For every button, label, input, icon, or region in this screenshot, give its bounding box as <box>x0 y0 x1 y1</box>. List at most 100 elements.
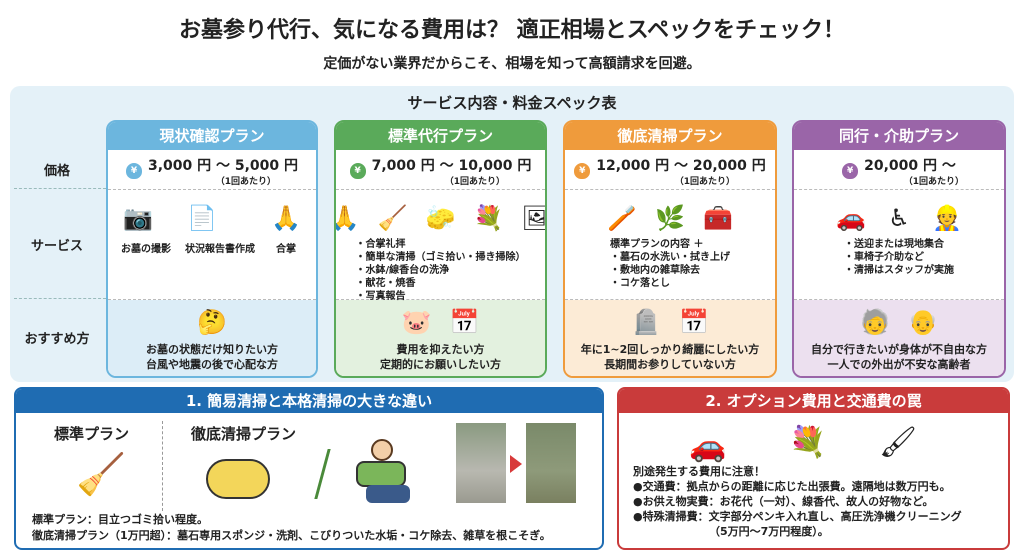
brush-icon: 🪥 <box>607 204 637 232</box>
price-unit: （1回あたり） <box>903 177 964 187</box>
weeding-person-icon <box>314 439 426 509</box>
flowers-incense-icon: 💐 <box>789 425 827 460</box>
money-bag-icon: ¥ <box>574 163 591 179</box>
service-item: ・送迎または現地集合 <box>844 239 944 250</box>
sponge-icon <box>206 459 270 499</box>
service-label: 状況報告書作成 <box>185 244 255 255</box>
paintbrush-pressure-washer-icon: 🖌 <box>879 425 918 460</box>
plan-card: 標準代行プラン ¥7,000 円 ～ 10,000 円 （1回あたり） 🙏 🧹 🧽 💐 🖼… <box>334 120 547 378</box>
recommend-line: 台風や地震の後で心配な方 <box>146 358 278 371</box>
broom-icon: 🧹 <box>377 204 408 232</box>
plan-price-section: ¥3,000 円 ～ 5,000 円 （1回あたり） <box>108 150 316 190</box>
praying-hands-icon: 🙏 <box>271 204 301 232</box>
section-title: 2. オプション費用と交通費の罠 <box>619 389 1008 413</box>
recommend-line: 年に1~2回しっかり綺麗にしたい方 <box>580 343 760 356</box>
label-thorough: 徹底清掃プラン <box>191 425 297 443</box>
label-standard: 標準プラン <box>54 425 130 443</box>
service-item: 標準プランの内容 ＋ <box>610 239 704 250</box>
divider <box>162 421 163 511</box>
service-item: ・清掃はスタッフが実施 <box>844 265 954 276</box>
calendar-icon: 📅 <box>679 307 709 336</box>
elderly-cane-icon: 🧓 <box>860 307 890 336</box>
plan-recommend: 🐷📅費用を抑えたい方定期的にお願いしたい方 <box>336 300 545 376</box>
recommend-line: 長期間お参りしていない方 <box>604 358 736 371</box>
service-item: ・写真報告 <box>355 291 406 302</box>
plan-recommend: 🪦 📅 年に1~2回しっかり綺麗にしたい方長期間お参りしていない方 <box>565 300 775 376</box>
recommend-line: 一人での外出が不安な高齢者 <box>827 358 971 371</box>
arrow-right-icon <box>510 455 522 473</box>
plan-price: 3,000 円 ～ 5,000 円 <box>147 158 299 174</box>
plan-services: 🚗 ♿ 👷 ・送迎または現地集合・車椅子介助など・清掃はスタッフが実施 <box>794 190 1004 300</box>
row-divider <box>14 298 106 299</box>
row-label-price: 価格 <box>43 164 70 179</box>
page-subtitle: 定価がない業界だからこそ、相場を知って高額請求を回避。 <box>323 56 701 72</box>
service-item: ・敷地内の雑草除去 <box>610 265 700 276</box>
plan-price-section: ¥7,000 円 ～ 10,000 円 （1回あたり） <box>336 150 545 190</box>
option-special-cleaning-price: （5万円～7万円程度）。 <box>709 525 829 538</box>
service-label: 合掌 <box>276 244 296 255</box>
spec-table-title: サービス内容・料金スペック表 <box>407 94 617 112</box>
plan-recommend: 🤔 お墓の状態だけ知りたい方台風や地震の後で心配な方 <box>108 300 316 376</box>
service-item: ・コケ落とし <box>610 278 670 289</box>
price-unit: （1回あたり） <box>674 177 735 187</box>
money-bag-icon: ¥ <box>349 163 366 179</box>
photo-icon: 🖼 <box>520 202 545 234</box>
service-item: ・合掌礼拝 <box>355 239 406 250</box>
recommend-line: 定期的にお願いしたい方 <box>380 358 501 371</box>
option-warning: 別途発生する費用に注意！ <box>633 465 765 478</box>
service-item: ・献花・焼香 <box>355 278 416 289</box>
elderly-couple-icon: 👴 <box>908 307 938 336</box>
service-item: ・水鉢/線香台の洗浄 <box>355 265 450 276</box>
piggy-bank-icon: 🐷 <box>401 307 432 336</box>
money-bag-icon: ¥ <box>842 163 859 179</box>
row-label-service: サービス <box>30 239 83 254</box>
thinking-person-icon: 🤔 <box>197 307 227 336</box>
plan-price: 7,000 円 ～ 10,000 円 <box>371 158 532 174</box>
wheelchair-icon: ♿ <box>888 204 910 232</box>
plan-services: 🪥🌿🧰標準プランの内容 ＋・墓石の水洗い・拭き上げ・敷地内の雑草除去・コケ落とし <box>565 190 775 300</box>
plan-price: 20,000 円 ～ <box>864 158 956 174</box>
sponge-icon: 🧽 <box>425 204 456 232</box>
car-icon: 🚗 <box>836 204 866 232</box>
plan-name: 徹底清掃プラン <box>565 122 775 150</box>
plan-name: 標準代行プラン <box>336 122 545 150</box>
option-special-cleaning: ●特殊清掃費：文字部分ペンキ入れ直し、高圧洗浄機クリーニング <box>633 510 962 523</box>
option-offerings: ●お供え物実費：お花代（一対）、線香代、故人の好物など。 <box>633 495 934 508</box>
plan-card: 同行・介助プラン ¥20,000 円 ～ （1回あたり） 🚗 ♿ 👷 ・送迎または現地集… <box>792 120 1006 378</box>
plan-card: 徹底清掃プラン ¥12,000 円 ～ 20,000 円（1回あたり） 🪥🌿🧰標… <box>563 120 777 378</box>
staff-icon: 👷 <box>932 204 962 232</box>
plan-services: 🙏 🧹 🧽 💐 🖼 ・合掌礼拝・簡単な清掃（ゴミ拾い・掃き掃除） ・水鉢/線香台の洗浄・献花… <box>336 190 545 302</box>
service-item: ・簡単な清掃（ゴミ拾い・掃き掃除） <box>355 252 526 263</box>
camera-icon: 📷 <box>123 204 153 232</box>
note-thorough: 徹底清掃プラン（1万円超）：墓石専用スポンジ・洗剤、こびりついた水垢・コケ除去、… <box>32 529 551 542</box>
plan-price: 12,000 円 ～ 20,000 円 <box>596 158 766 174</box>
gravestone-before-photo <box>456 423 506 503</box>
gravestone-icon: 🪦 <box>631 307 661 336</box>
scraper-icon: 🧰 <box>703 204 733 232</box>
section-title: 1. 簡易清掃と本格清掃の大きな違い <box>16 389 602 413</box>
money-bag-icon: ¥ <box>125 163 142 179</box>
gravestone-after-photo <box>526 423 576 503</box>
service-item: ・墓石の水洗い・拭き上げ <box>610 252 730 263</box>
praying-hands-icon: 🙏 <box>336 202 362 234</box>
car-icon: 🚗 <box>689 429 727 464</box>
recommend-line: 費用を抑えたい方 <box>396 343 485 356</box>
row-label-recommend: おすすめ方 <box>24 332 90 347</box>
recommend-line: お墓の状態だけ知りたい方 <box>146 343 278 356</box>
plan-name: 現状確認プラン <box>108 122 316 150</box>
flowers-incense-icon: 💐 <box>473 204 504 232</box>
price-unit: （1回あたり） <box>444 177 505 187</box>
section-option-costs: 2. オプション費用と交通費の罠 🚗 💐 🖌 別途発生する費用に注意！ ●交通費… <box>617 387 1010 550</box>
plan-name: 同行・介助プラン <box>794 122 1004 150</box>
recommend-line: 自分で行きたいが身体が不自由な方 <box>811 343 987 356</box>
service-item: ・車椅子介助など <box>844 252 924 263</box>
price-unit: （1回あたり） <box>215 177 276 187</box>
plan-price-section: ¥20,000 円 ～ （1回あたり） <box>794 150 1004 190</box>
document-icon: 📄 <box>187 204 217 232</box>
note-standard: 標準プラン：目立つゴミ拾い程度。 <box>32 513 208 526</box>
row-divider <box>14 188 106 189</box>
plan-card: 現状確認プラン ¥3,000 円 ～ 5,000 円 （1回あたり） 📷 お墓の撮影… <box>106 120 318 378</box>
service-label: お墓の撮影 <box>121 244 171 255</box>
plan-services: 📷 お墓の撮影 📄 状況報告書作成 🙏 合掌 <box>108 190 316 300</box>
page-title: お墓参り代行、気になる費用は？ 適正相場とスペックをチェック！ <box>178 18 846 43</box>
